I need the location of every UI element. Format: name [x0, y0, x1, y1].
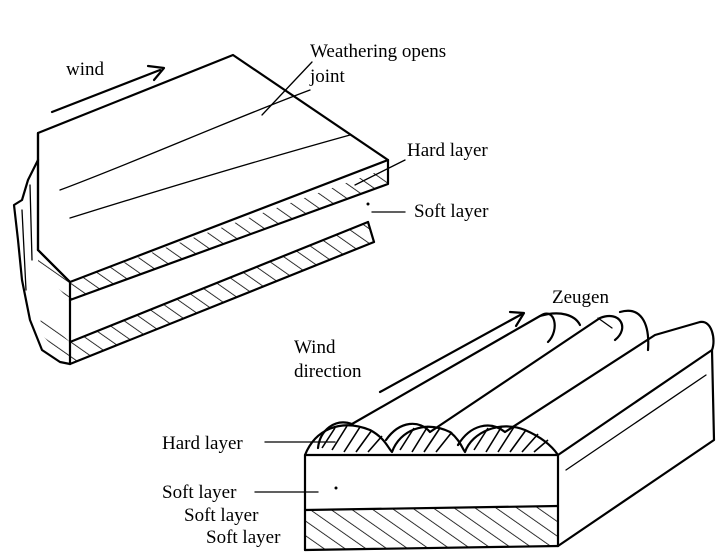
wind-label: wind	[66, 59, 104, 80]
hard-layer-leader-top	[354, 159, 406, 186]
ridge-1-cap	[538, 312, 582, 327]
wind-arrow-shaft	[50, 68, 162, 114]
hard-layer-label-top: Hard layer	[407, 140, 488, 161]
soft-layer-label-bottom-2: Soft layer	[184, 505, 259, 526]
zeugen-label: Zeugen	[552, 287, 609, 308]
zeugen-block	[254, 309, 716, 552]
wind-arrow-head	[146, 64, 166, 82]
ridge-2-cap	[618, 309, 650, 352]
zeugen-hard-base-hatch	[305, 506, 558, 550]
right-face-line-1	[565, 374, 707, 471]
ridge-cap-hatch	[321, 425, 549, 453]
zeugen-right-side-face	[556, 348, 716, 548]
soft-layer-point-bottom	[334, 486, 338, 490]
zeugen-leader-line	[597, 317, 613, 329]
ridge-3-outline	[456, 320, 715, 447]
weathering-leader-line	[261, 61, 313, 116]
hard-layer-label-bottom: Hard layer	[162, 433, 243, 454]
weathering-joint-line	[59, 89, 311, 191]
soft-layer-point-top	[366, 202, 370, 206]
soft-layer-label-bottom-3: Soft layer	[206, 527, 281, 548]
top-rock-block	[12, 53, 406, 366]
wind-direction-arrow-head	[508, 310, 526, 328]
soft-layer-label-bottom-1: Soft layer	[162, 482, 237, 503]
ridge-2-outline	[384, 315, 624, 442]
wind-direction-label-line1: Wind	[294, 337, 336, 358]
weathering-label-line1: Weathering opens	[310, 41, 447, 62]
top-block-left-rough-edge	[12, 158, 72, 366]
wind-direction-label-line2: direction	[294, 361, 362, 382]
ridge-1-outline	[316, 312, 556, 450]
left-face-fracture-2	[21, 209, 27, 291]
left-face-fracture-1	[29, 184, 33, 261]
top-block-left-bottom-edge	[36, 248, 72, 284]
wind-direction-arrow-shaft	[378, 312, 524, 394]
weathering-label-line2: joint	[310, 66, 345, 87]
soft-layer-label-top: Soft layer	[414, 201, 489, 222]
top-surface-crack-line	[69, 134, 351, 219]
